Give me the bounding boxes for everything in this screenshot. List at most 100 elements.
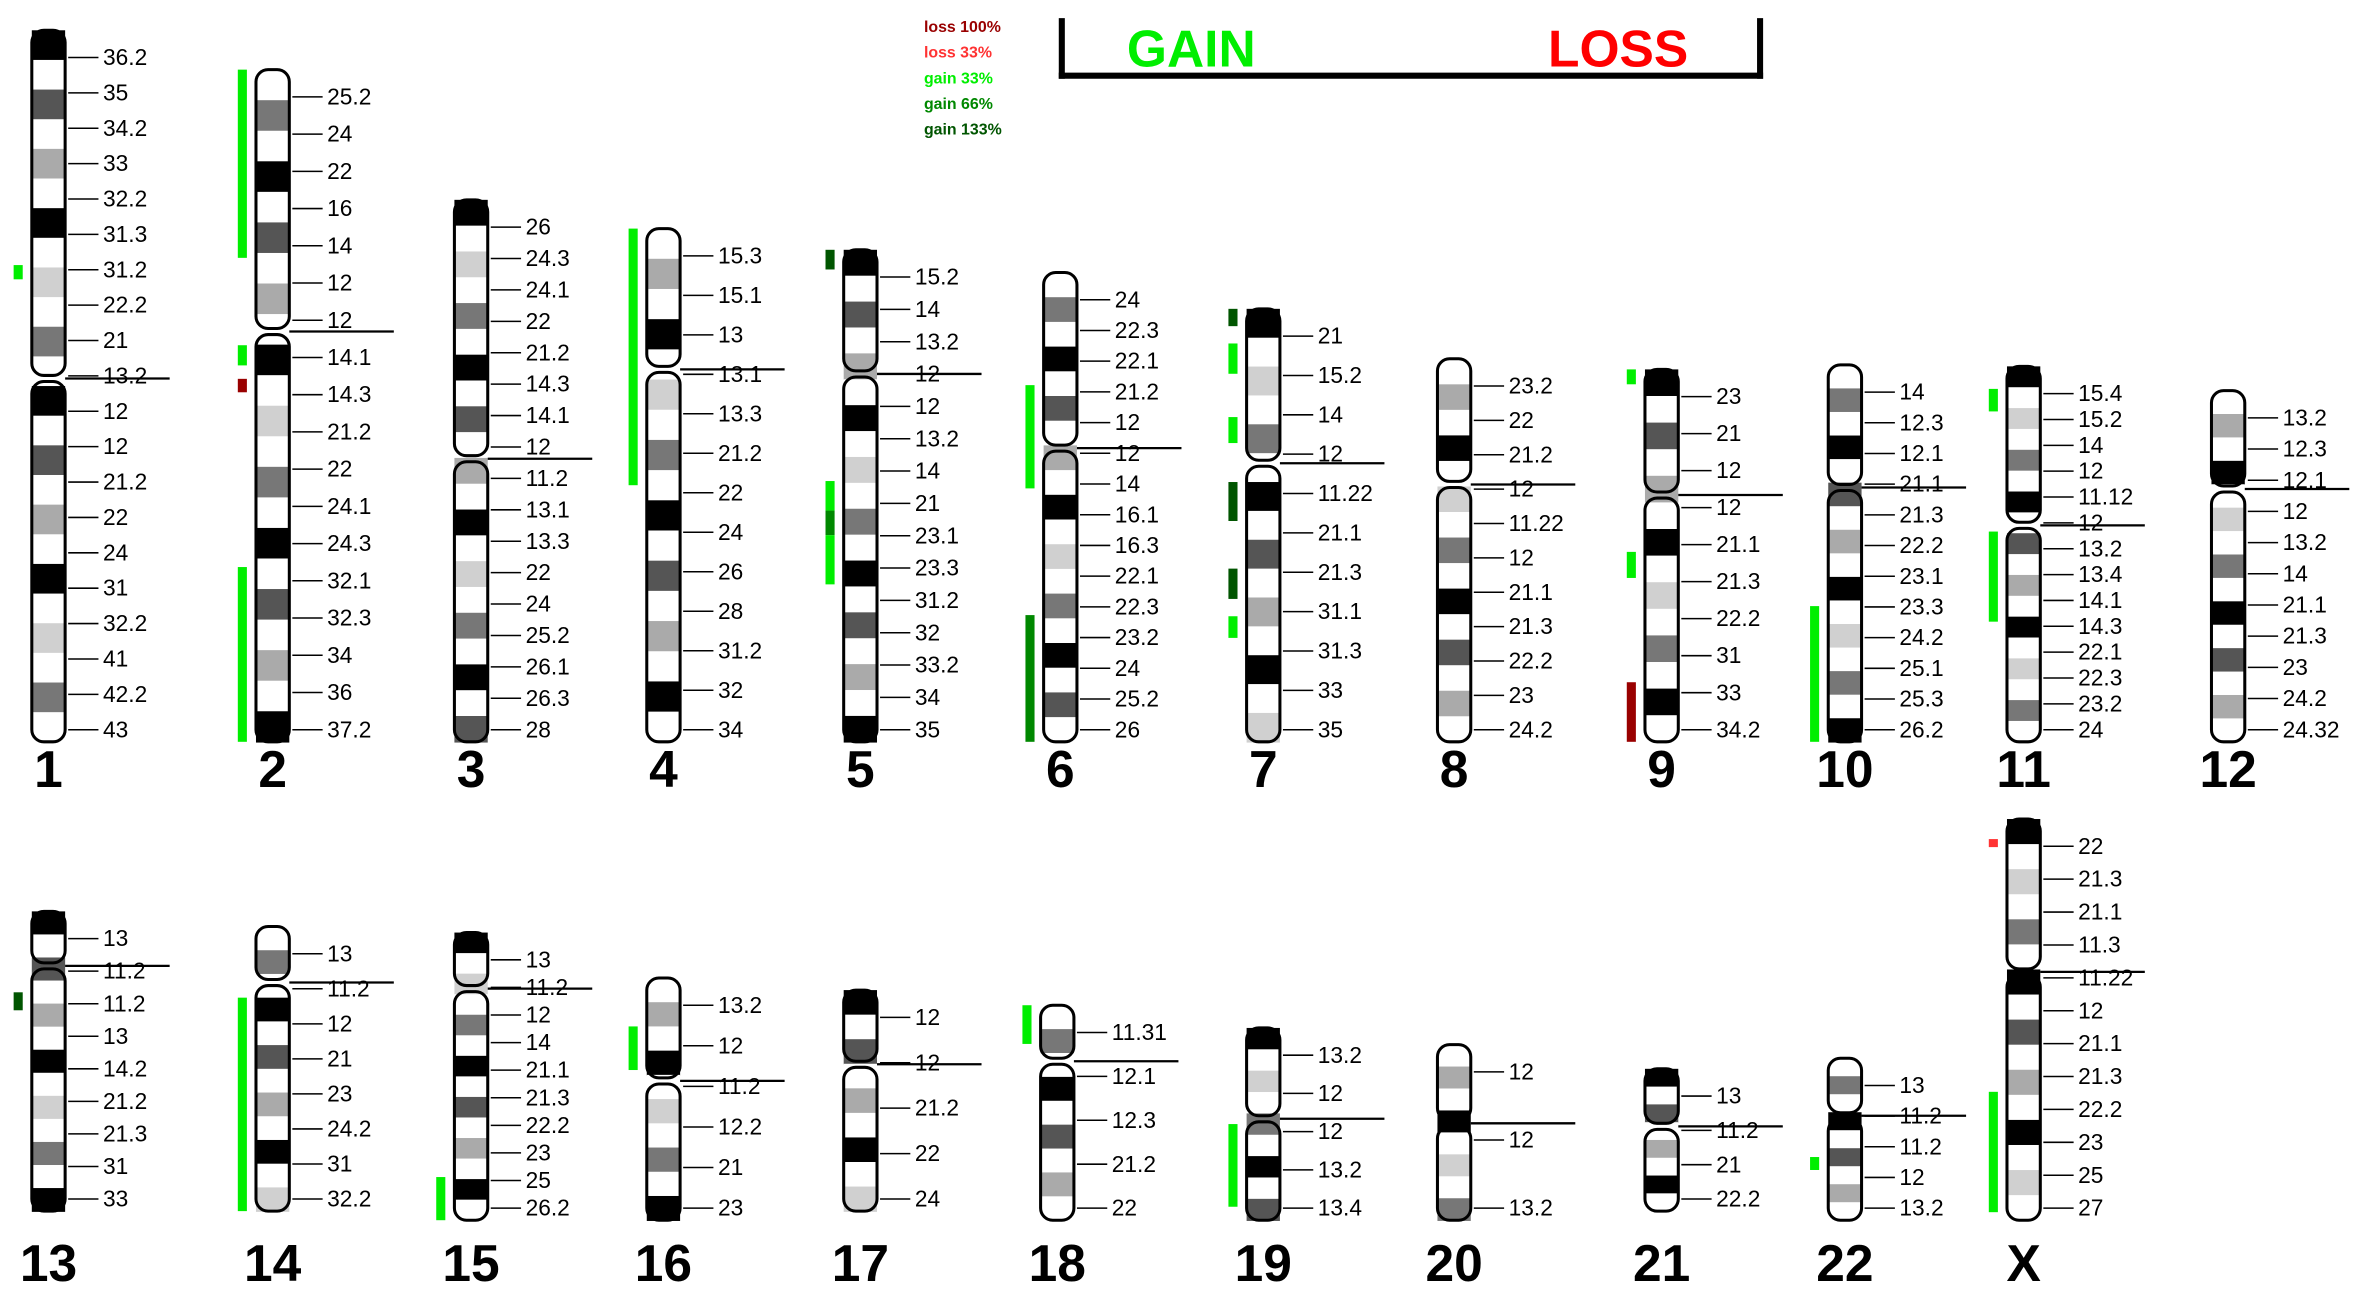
band-label: 11.2	[1716, 1117, 1759, 1143]
chromosome-band	[1040, 1148, 1074, 1174]
cnv-mark-loss100	[1626, 682, 1636, 742]
band-label: 12	[1509, 544, 1534, 570]
band-label: 22.1	[1115, 348, 1159, 374]
chromosome-band	[1437, 1088, 1471, 1112]
band-label: 21.3	[1899, 501, 1943, 527]
p-arm-outline	[452, 198, 490, 458]
chromosome-band	[31, 1026, 66, 1051]
chromosome-band	[1246, 424, 1280, 454]
chromosome-band	[1644, 1068, 1679, 1088]
band-label: 11.2	[103, 990, 146, 1016]
band-label: 23	[327, 1080, 352, 1106]
band-label: 22	[718, 479, 743, 505]
chromosome-band	[454, 953, 488, 975]
p-arm-outline	[645, 227, 682, 368]
q-arm-outline	[1042, 449, 1079, 744]
band-label: 22	[327, 456, 352, 482]
band-label: 11.31	[1112, 1019, 1167, 1045]
chromosome-band	[843, 534, 878, 562]
band-label: 34	[915, 684, 940, 710]
chromosome-band	[646, 470, 681, 502]
band-label: 26	[526, 214, 551, 240]
chromosome-band	[31, 267, 66, 298]
band-label: 26.2	[1899, 716, 1943, 742]
chromosome-band	[255, 650, 290, 682]
chromosome-band	[1644, 1139, 1679, 1159]
chromosome-band	[1246, 684, 1280, 714]
chromosome-band	[255, 1068, 290, 1094]
chromosome-band	[31, 652, 66, 684]
chromosome-band	[843, 482, 878, 510]
chromosome-band	[1043, 346, 1077, 373]
band-label: 13.1	[718, 361, 762, 387]
band-label: 21.3	[2078, 1063, 2122, 1089]
chromosome-band	[2211, 507, 2245, 532]
chromosome-6: 2422.322.121.212121416.116.322.122.323.2…	[1025, 270, 1182, 798]
p-arm-outline	[842, 248, 879, 373]
band-label: 13.2	[2078, 535, 2122, 561]
band-label: 14	[2283, 560, 2308, 586]
cnv-mark-gain33	[436, 1177, 446, 1221]
cnv-mark-gain33	[1988, 1091, 1998, 1213]
chromosome-band	[255, 950, 290, 975]
chromosome-band	[843, 379, 878, 406]
chromosome-band	[1828, 1148, 1862, 1167]
band-label: 13.2	[1318, 1042, 1362, 1068]
band-label: 21.3	[1318, 559, 1362, 585]
chromosome-band	[255, 589, 290, 621]
chromosome-band	[255, 436, 290, 468]
band-label: 12	[1318, 1118, 1343, 1144]
band-label: 12.1	[2283, 467, 2327, 493]
band-label: 23	[2283, 654, 2308, 680]
band-label: 23	[526, 1139, 551, 1165]
chromosome-band	[1828, 459, 1862, 484]
band-label: 32.2	[327, 1186, 371, 1212]
chromosome-band	[1644, 449, 1679, 477]
chromosome-name: 11	[1996, 740, 2050, 798]
chromosome-band	[31, 1165, 66, 1189]
chromosome-band	[1828, 624, 1862, 649]
band-label: 12	[1716, 457, 1741, 483]
band-label: 33	[1716, 679, 1741, 705]
p-arm-outline	[1039, 1003, 1076, 1060]
band-label: 24	[915, 1186, 940, 1212]
q-arm-outline	[1643, 1127, 1680, 1213]
band-label: 23	[2078, 1129, 2103, 1155]
chromosome-name: 20	[1425, 1234, 1482, 1292]
chromosome-band	[646, 530, 681, 562]
p-arm-outline	[1826, 1056, 1864, 1115]
chromosome-band	[646, 977, 681, 1003]
chromosome-band	[454, 1035, 488, 1057]
chromosome-band	[1043, 643, 1077, 669]
chromosome-band	[1437, 665, 1471, 692]
q-arm-outline	[842, 375, 879, 744]
chromosome-band	[646, 288, 681, 320]
band-label: 12	[2078, 997, 2103, 1023]
band-label: 13	[1716, 1083, 1741, 1109]
band-label: 14	[915, 296, 940, 322]
chromosome-band	[2006, 408, 2041, 430]
band-label: 13.2	[718, 992, 762, 1018]
chromosome-band	[454, 380, 488, 408]
band-label: 13.2	[2283, 404, 2327, 430]
chromosome-band	[2006, 1019, 2041, 1046]
q-arm-outline	[254, 333, 291, 744]
band-label: 21.1	[1509, 579, 1553, 605]
chromosome-band	[2006, 387, 2041, 409]
band-label: 21.2	[526, 339, 570, 365]
chromosome-band	[1043, 618, 1077, 644]
chromosome-band	[454, 328, 488, 356]
chromosome-band	[843, 301, 878, 329]
chromosome-band	[255, 527, 290, 560]
q-arm-outline	[1435, 1124, 1473, 1222]
chromosome-band	[255, 283, 290, 315]
band-label: 21.3	[526, 1084, 570, 1110]
band-label: 23.1	[915, 522, 959, 548]
chromosome-band	[255, 997, 290, 1023]
chromosome-band	[454, 303, 488, 330]
band-label: 25.1	[1899, 655, 1943, 681]
chromosome-band	[1246, 1049, 1280, 1072]
